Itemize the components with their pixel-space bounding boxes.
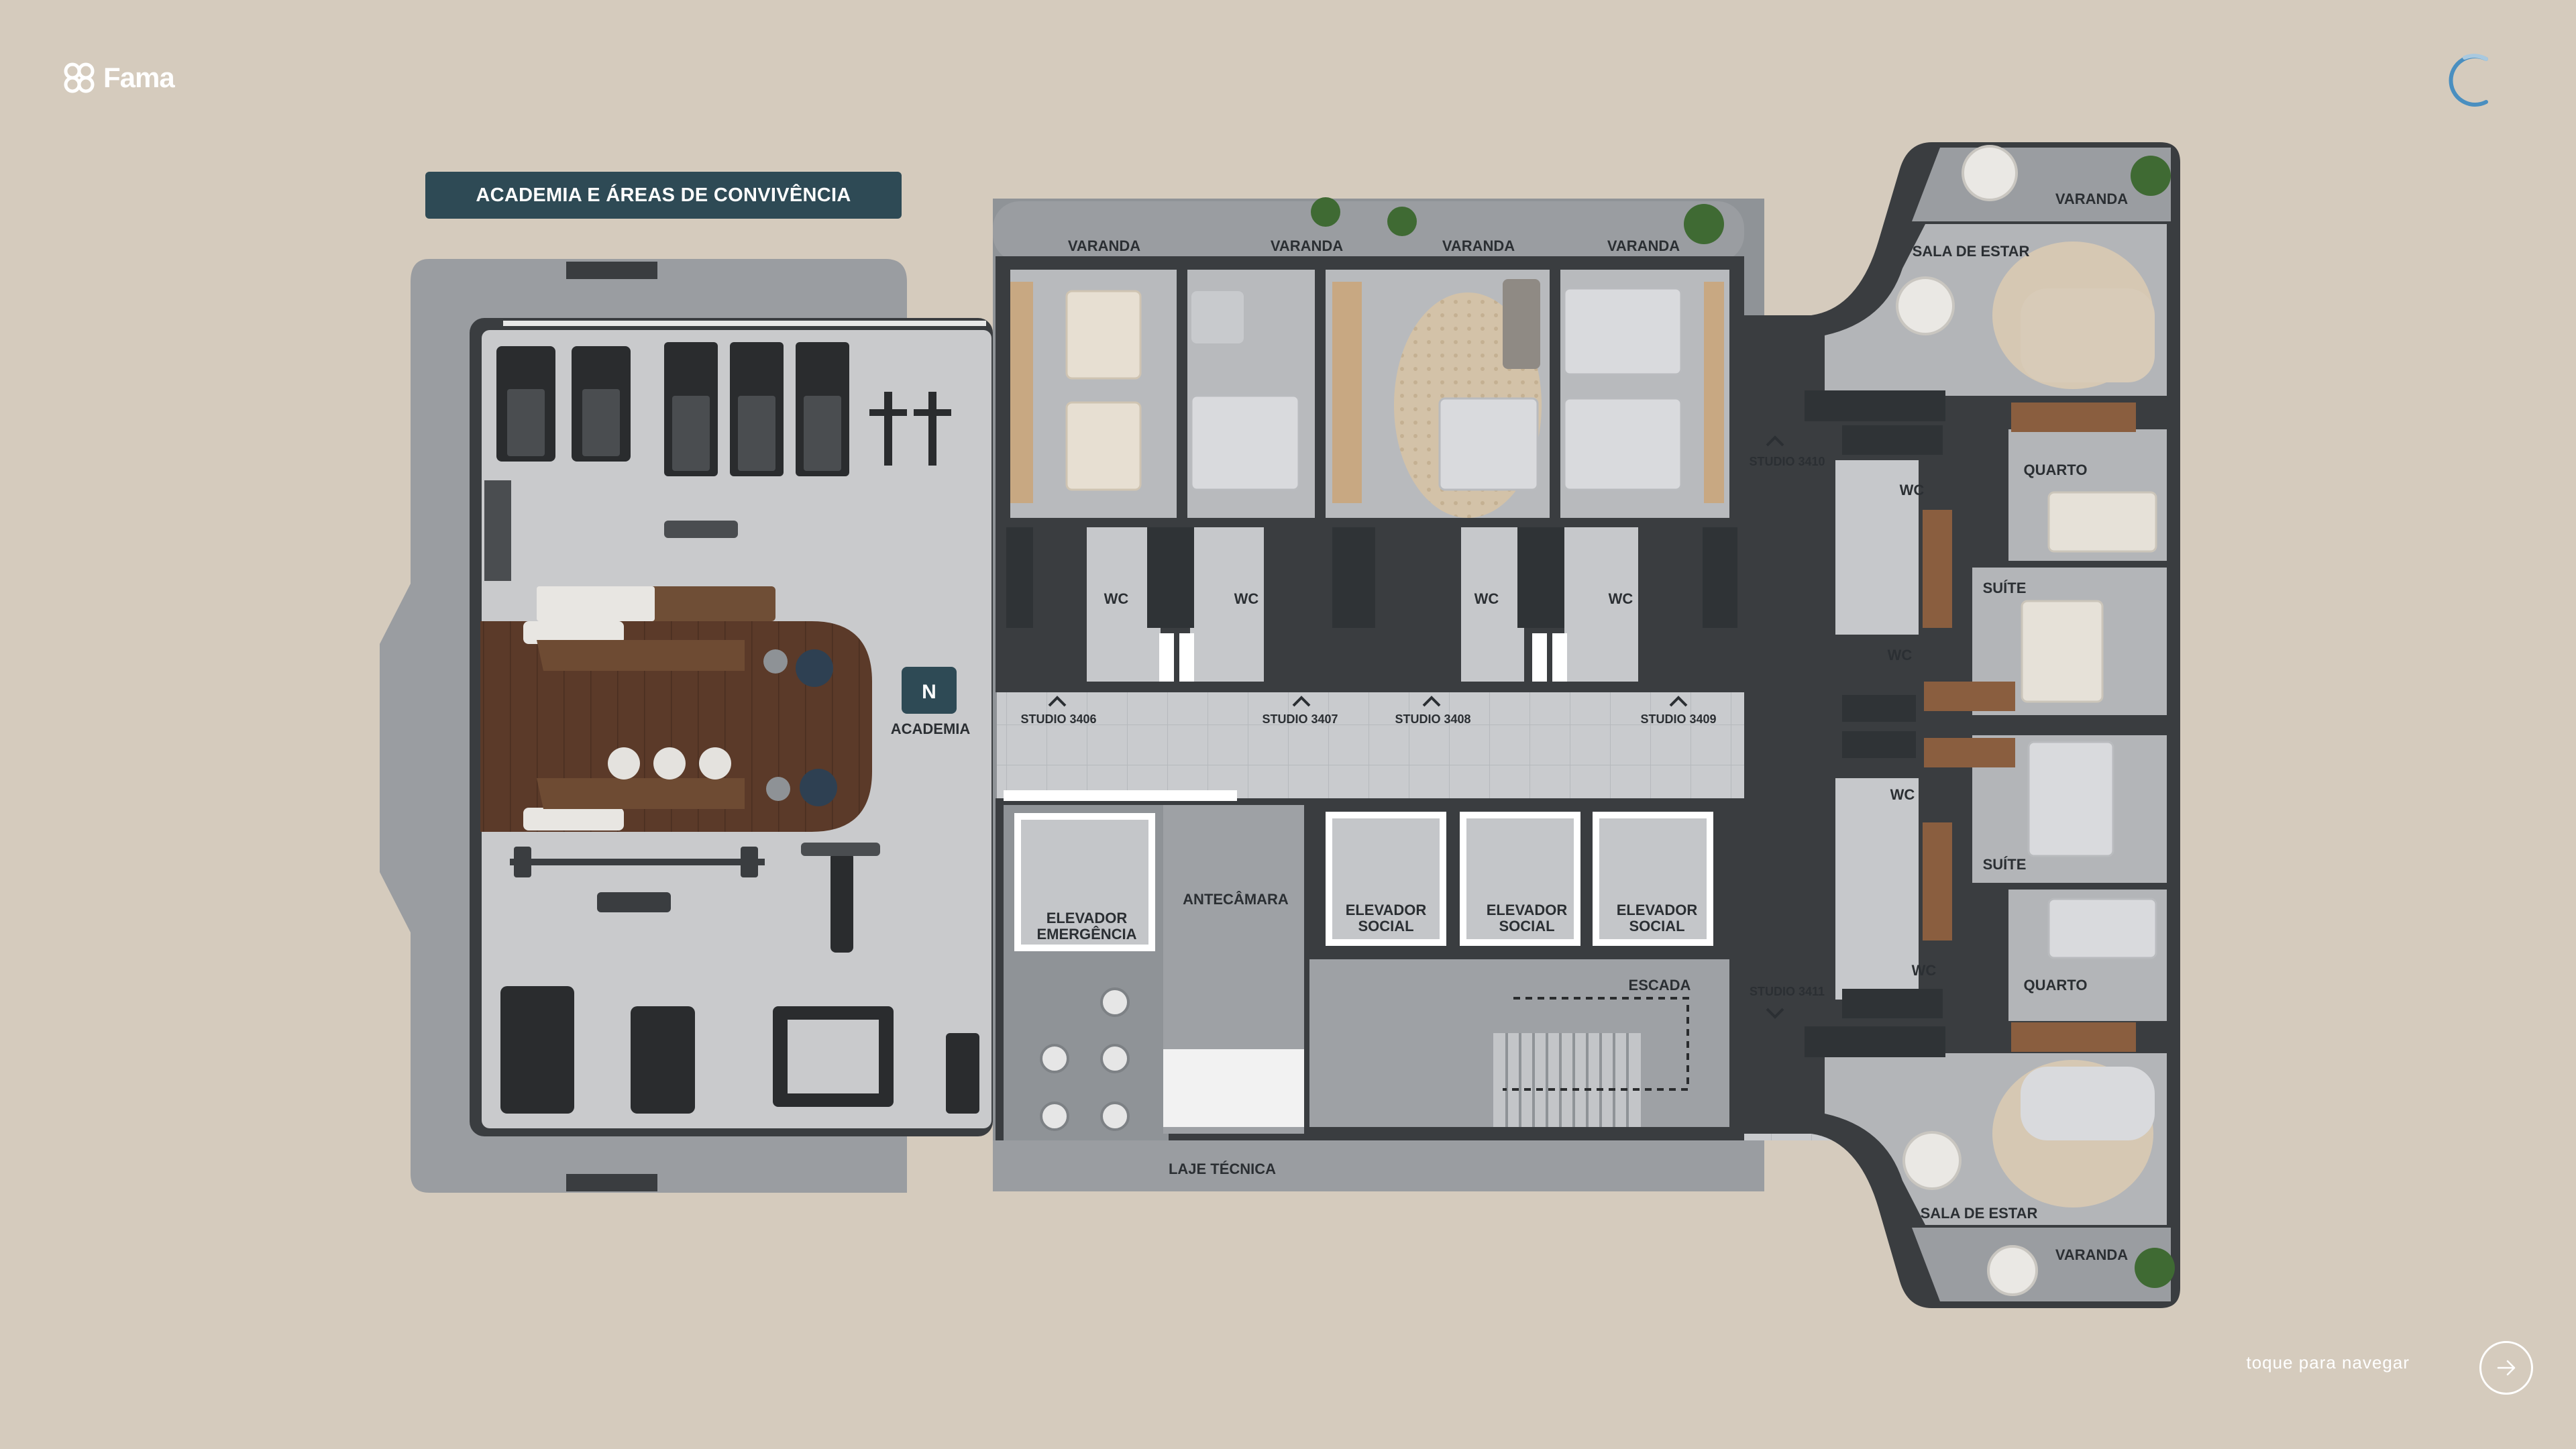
label-wc: WC xyxy=(1890,786,1915,803)
label-wc: WC xyxy=(1900,482,1925,498)
label-varanda: VARANDA xyxy=(1442,237,1515,254)
arrow-right-icon xyxy=(2497,1360,2516,1376)
studio-3409-label: STUDIO 3409 xyxy=(1640,712,1716,726)
label-elevador-social: SOCIAL xyxy=(1499,918,1554,934)
next-button[interactable] xyxy=(2479,1341,2533,1395)
label-wc: WC xyxy=(1609,590,1633,607)
studios-row xyxy=(996,256,1744,692)
brand-logo[interactable]: Fama xyxy=(62,60,175,95)
label-elevador-emergencia: EMERGÊNCIA xyxy=(1036,926,1136,943)
label-quarto: QUARTO xyxy=(2024,462,2088,478)
studio-3410-label: STUDIO 3410 xyxy=(1749,455,1825,468)
label-varanda: VARANDA xyxy=(2055,1246,2128,1263)
page-title: ACADEMIA E ÁREAS DE CONVIVÊNCIA xyxy=(425,172,902,219)
label-sala-estar: SALA DE ESTAR xyxy=(1913,243,2030,260)
north-letter: N xyxy=(922,681,936,703)
label-wc: WC xyxy=(1104,590,1129,607)
label-wc: WC xyxy=(1888,647,1913,663)
loading-spinner-icon xyxy=(2449,54,2488,107)
gym-room xyxy=(470,318,993,1136)
label-wc: WC xyxy=(1912,962,1937,979)
north-marker: N ACADEMIA xyxy=(891,667,971,737)
label-elevador-emergencia: ELEVADOR xyxy=(1046,910,1128,926)
brand-name: Fama xyxy=(103,62,175,93)
label-elevador-social: ELEVADOR xyxy=(1346,902,1427,918)
right-wing xyxy=(1311,142,2180,1308)
label-elevador-social: ELEVADOR xyxy=(1617,902,1698,918)
label-suite: SUÍTE xyxy=(1983,580,2027,596)
studio-labels: STUDIO 3406 STUDIO 3407 STUDIO 3408 STUD… xyxy=(1020,435,1825,1019)
label-varanda: VARANDA xyxy=(2055,191,2128,207)
label-suite: SUÍTE xyxy=(1983,856,2027,873)
label-quarto: QUARTO xyxy=(2024,977,2088,994)
label-antecamara: ANTECÂMARA xyxy=(1183,891,1289,908)
label-laje-tecnica: LAJE TÉCNICA xyxy=(1169,1161,1276,1177)
label-wc: WC xyxy=(1234,590,1259,607)
label-wc: WC xyxy=(1474,590,1499,607)
label-varanda: VARANDA xyxy=(1271,237,1343,254)
studio-3407-label: STUDIO 3407 xyxy=(1262,712,1338,726)
varanda-strip xyxy=(993,201,1744,262)
studio-3408-label: STUDIO 3408 xyxy=(1395,712,1470,726)
label-escada: ESCADA xyxy=(1629,977,1691,994)
nav-hint: toque para navegar xyxy=(2246,1352,2410,1373)
room-labels: VARANDA VARANDA VARANDA VARANDA VARANDA … xyxy=(1036,191,2128,1263)
studio-3406-label: STUDIO 3406 xyxy=(1020,712,1096,726)
clover-logo-icon xyxy=(64,62,95,93)
label-sala-estar: SALA DE ESTAR xyxy=(1921,1205,2038,1222)
label-elevador-social: SOCIAL xyxy=(1358,918,1413,934)
elevator-block xyxy=(996,790,1744,1140)
studio-3411-label: STUDIO 3411 xyxy=(1750,985,1825,998)
academia-label: ACADEMIA xyxy=(891,720,971,737)
label-varanda: VARANDA xyxy=(1068,237,1140,254)
label-elevador-social: ELEVADOR xyxy=(1487,902,1568,918)
label-varanda: VARANDA xyxy=(1607,237,1680,254)
label-elevador-social: SOCIAL xyxy=(1629,918,1684,934)
